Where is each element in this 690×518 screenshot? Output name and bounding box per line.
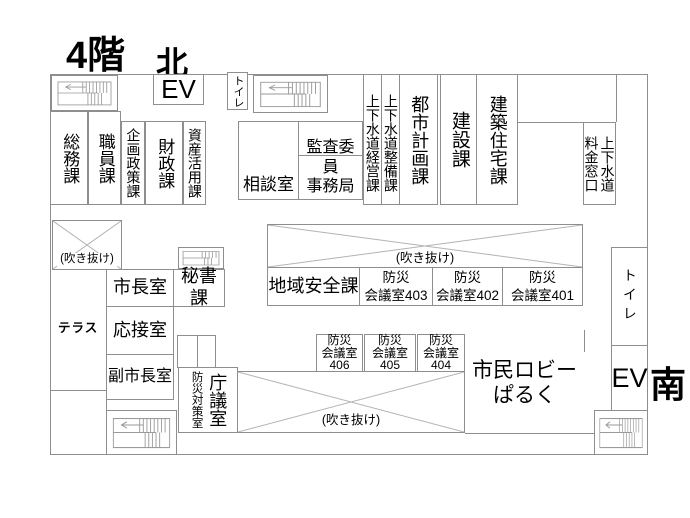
room-reception: 応接室 [106,306,174,355]
room-label: 応接室 [113,319,167,340]
wall-segment [106,269,107,455]
room-label: 副市長室 [107,368,172,386]
atrium-void-center: (吹き抜け) [267,224,583,268]
room-label: 防災 会議室 405 [371,332,408,373]
wall-segment [518,122,584,123]
stairs-icon [112,417,171,449]
toilet-south-label: トイレ [621,268,638,325]
room-label: 上下水道整備課 [382,93,399,192]
citizen-lobby-label: 市民ロビー ぱるく [472,359,577,407]
room-label: 総務課 [60,132,80,184]
room-water-sewer-management: 上下水道経営課 [363,74,382,205]
room-disaster-meeting-406: 防災 会議室 406 [316,334,363,372]
room-label: 建築住宅課 [487,94,508,185]
elevator-south-label: EV [611,362,648,393]
room-label: 防災 会議室 404 [422,332,459,373]
room-personnel: 職員課 [88,111,121,205]
stairs-icon [260,81,321,108]
room-label: 防災 会議室402 [435,269,500,303]
wall-segment [616,74,617,122]
room-deputy-mayor: 副市長室 [106,354,174,400]
room-label: 市長室 [113,277,167,298]
room-council-block: 防災対策室 庁議室 [178,367,238,433]
room-community-safety: 地域安全課 [267,267,360,306]
x-cross-icon [238,372,464,432]
stairs-icon [599,417,643,449]
room-construction: 建設課 [440,74,477,205]
stairwell-northwest [51,75,118,111]
room-disaster-meeting-402: 防災 会議室402 [432,267,503,306]
room-secretary: 秘書課 [173,266,225,308]
stairs-icon [182,251,220,266]
room-label: 財政課 [155,137,175,189]
room-water-sewer-maintenance: 上下水道整備課 [381,74,400,205]
stairwell-mini [178,247,224,269]
elevator-north-label: EV [161,73,196,104]
terrace-label: テラス [58,321,99,335]
room-label: 防災 会議室401 [510,269,575,303]
room-council-label: 庁議室 [207,373,228,427]
room-disaster-countermeasures-label: 防災対策室 [190,371,203,429]
toilet-south: トイレ [611,247,648,346]
room-label: 職員課 [95,132,115,184]
wall-segment [584,330,585,352]
elevator-north: EV [153,74,204,105]
x-cross-icon [268,225,582,267]
utility-cell-box [177,335,216,368]
page-title: 4階 [66,35,126,77]
room-mayor: 市長室 [106,269,174,307]
room-label: 企画政策課 [125,128,142,198]
elevator-south: EV [611,345,648,411]
room-label: 防災 会議室403 [364,269,428,303]
room-urban-planning: 都市計画課 [399,74,438,205]
room-label: 資産活用課 [186,128,203,198]
toilet-north-label: トイレ [232,74,244,108]
wall-segment [298,155,363,156]
room-disaster-meeting-404: 防災 会議室 404 [417,334,465,372]
wall-segment [465,433,612,434]
atrium-void-left: (吹き抜け) [52,220,122,270]
wall-segment [197,336,198,367]
room-water-fee-counter: 上下水道 料金窓口 [583,122,616,205]
room-general-affairs: 総務課 [50,111,88,205]
room-label: 上下水道 料金窓口 [583,135,616,192]
room-disaster-meeting-403: 防災 会議室403 [359,267,433,306]
room-label: 監査委員 事務局 [306,139,355,195]
room-disaster-meeting-401: 防災 会議室401 [502,267,583,306]
atrium-void-bottom: (吹き抜け) [237,371,465,433]
stairwell-south [594,410,648,455]
room-label: 防災 会議室 406 [321,332,358,373]
room-consultation: 相談室 [238,121,299,200]
void-label: (吹き抜け) [57,253,117,267]
room-label: 相談室 [243,174,294,194]
room-audit-committee: 監査委員 事務局 [298,121,363,200]
room-label: 地域安全課 [268,275,359,296]
wall-segment [51,390,106,391]
room-building-housing: 建築住宅課 [476,74,518,205]
stairwell-north [253,75,328,113]
room-label: 秘書課 [181,266,217,308]
room-asset-utilization: 資産活用課 [183,121,206,205]
room-label: 上下水道経営課 [364,93,381,192]
void-label: (吹き抜け) [318,413,384,428]
room-label: 都市計画課 [409,94,430,185]
stairwell-southwest [106,410,177,455]
toilet-north: トイレ [227,72,248,110]
stairs-icon [57,81,112,106]
room-finance: 財政課 [145,121,183,205]
compass-south-label: 南 [650,364,687,405]
void-label: (吹き抜け) [392,251,458,266]
room-label: 建設課 [448,111,470,168]
room-planning-policy: 企画政策課 [121,121,145,205]
room-disaster-meeting-405: 防災 会議室 405 [364,334,416,372]
